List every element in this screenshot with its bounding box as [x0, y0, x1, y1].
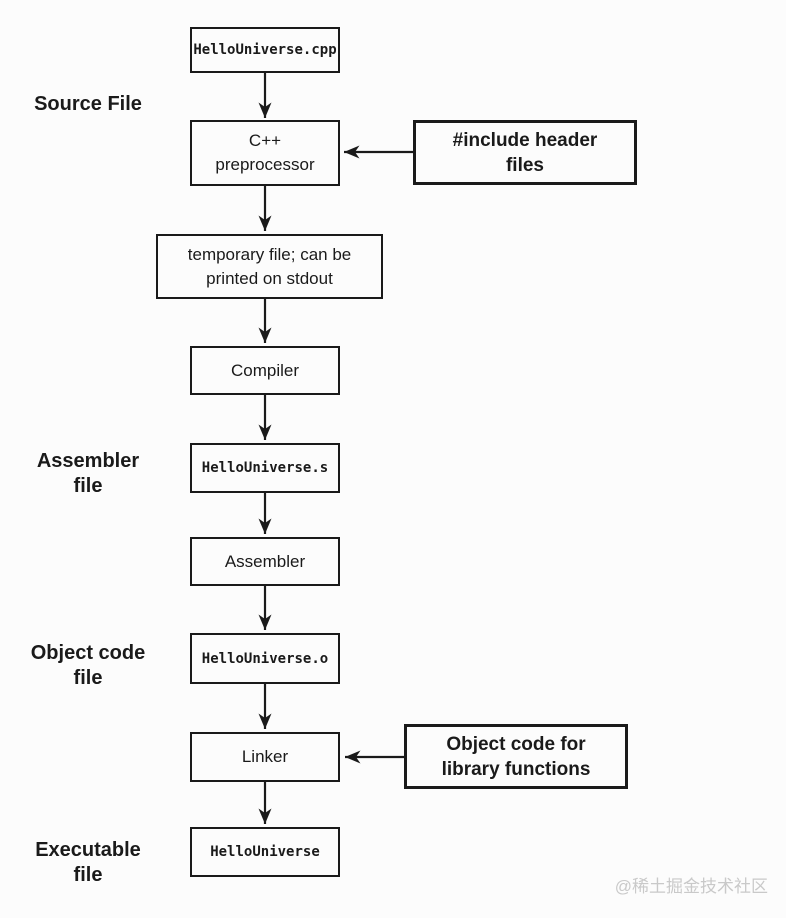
node-assembler: Assembler	[190, 537, 340, 586]
node-compiler: Compiler	[190, 346, 340, 395]
node-assembly-file: HelloUniverse.s	[190, 443, 340, 493]
node-executable: HelloUniverse	[190, 827, 340, 877]
node-object-file: HelloUniverse.o	[190, 633, 340, 684]
callout-include-headers: #include header files	[413, 120, 637, 185]
stage-label-object-code-file: Object code file	[30, 642, 146, 689]
stage-label-assembler-file: Assembler file	[36, 450, 140, 497]
node-linker: Linker	[190, 732, 340, 782]
node-source-file: HelloUniverse.cpp	[190, 27, 340, 73]
stage-label-executable-file: Executable file	[35, 839, 141, 886]
node-preprocessor: C++ preprocessor	[190, 120, 340, 186]
callout-library-objects: Object code for library functions	[404, 724, 628, 789]
watermark-text: @稀土掘金技术社区	[614, 877, 768, 896]
node-temp-file: temporary file; can be printed on stdout	[156, 234, 383, 299]
stage-label-source-file: Source File	[34, 93, 142, 115]
